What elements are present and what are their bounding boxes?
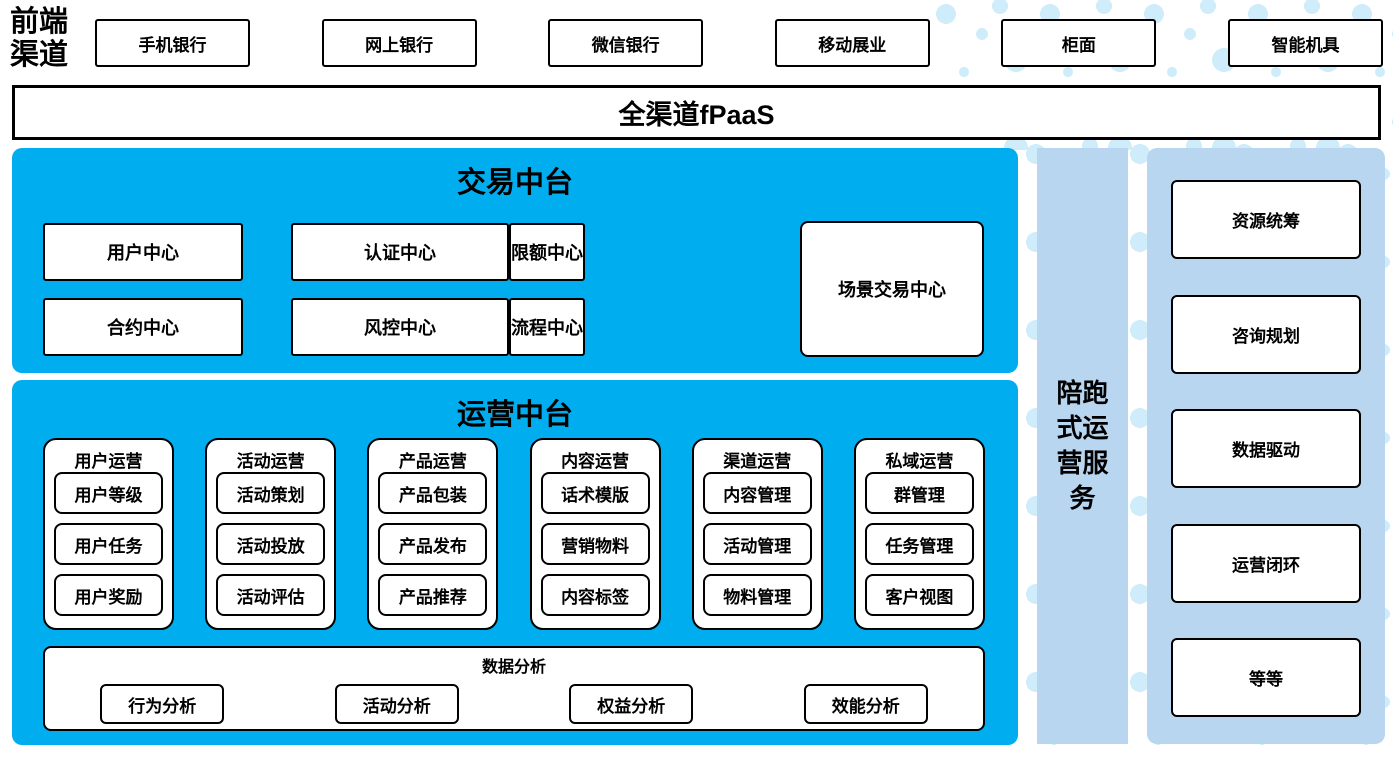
analysis-item-box: 效能分析	[803, 684, 928, 724]
operation-group-title: 活动运营	[236, 452, 305, 471]
operation-group: 产品运营 产品包装 产品发布 产品推荐	[367, 438, 499, 630]
right-panel-item-box: 数据驱动	[1171, 409, 1361, 488]
side-service-bar: 陪跑式运营服务	[1037, 148, 1128, 744]
data-analysis-box: 数据分析 行为分析 活动分析 权益分析 效能分析	[43, 646, 985, 731]
right-panel: 资源统筹 咨询规划 数据驱动 运营闭环 等等	[1147, 148, 1385, 744]
channel-box: 移动展业	[774, 19, 930, 67]
operation-item-box: 活动评估	[216, 574, 326, 616]
operation-group: 活动运营 活动策划 活动投放 活动评估	[205, 438, 337, 630]
operation-group-items: 话术模版 营销物料 内容标签	[532, 472, 659, 616]
operation-item-box: 产品包装	[378, 472, 488, 514]
operation-item-box: 产品推荐	[378, 574, 488, 616]
channel-box: 手机银行	[95, 19, 250, 67]
operation-item-box: 物料管理	[702, 574, 812, 616]
fpaas-bar: 全渠道fPaaS	[12, 85, 1381, 140]
operation-group: 渠道运营 内容管理 活动管理 物料管理	[691, 438, 823, 630]
operation-item-box: 用户任务	[54, 523, 163, 565]
operation-group-items: 产品包装 产品发布 产品推荐	[369, 472, 496, 616]
operation-group-items: 活动策划 活动投放 活动评估	[207, 472, 334, 616]
transaction-platform-title: 交易中台	[456, 167, 573, 199]
operation-group-items: 内容管理 活动管理 物料管理	[694, 472, 821, 616]
operation-item-box: 内容标签	[540, 574, 650, 616]
operation-group-items: 用户等级 用户任务 用户奖励	[45, 472, 172, 616]
operation-item-box: 活动投放	[216, 523, 326, 565]
side-service-label: 陪跑式运营服务	[1056, 377, 1109, 514]
center-box: 流程中心	[509, 298, 585, 356]
right-panel-item-box: 运营闭环	[1171, 523, 1361, 603]
channel-box: 智能机具	[1227, 19, 1383, 67]
scene-trade-center-box: 场景交易中心	[800, 221, 984, 357]
operation-item-box: 产品发布	[378, 523, 488, 565]
center-box: 合约中心	[43, 298, 243, 356]
operation-item-box: 活动管理	[702, 523, 812, 565]
operation-groups-row: 用户运营 用户等级 用户任务 用户奖励 活动运营 活动策划	[43, 438, 985, 630]
transaction-row-2: 合约中心 风控中心 流程中心	[43, 298, 585, 356]
center-box: 认证中心	[291, 223, 509, 281]
operation-item-box: 活动策划	[216, 472, 326, 514]
operation-platform-section: 运营中台 用户运营 用户等级 用户任务 用户奖励 活动运营	[12, 380, 1018, 745]
operation-item-box: 群管理	[864, 472, 974, 514]
operation-item-box: 内容管理	[702, 472, 812, 514]
transaction-platform-section: 交易中台 用户中心 认证中心 限额中心 合约中心 风控中心 流程中心 场景交易中…	[12, 148, 1018, 373]
frontend-channels-label: 前端渠道	[10, 6, 69, 72]
operation-item-box: 用户等级	[54, 472, 163, 514]
operation-item-box: 营销物料	[540, 523, 650, 565]
operation-item-box: 话术模版	[540, 472, 650, 514]
operation-item-box: 用户奖励	[54, 574, 163, 616]
data-analysis-items: 行为分析 活动分析 权益分析 效能分析	[45, 684, 983, 724]
analysis-item-box: 活动分析	[334, 684, 459, 724]
operation-group-items: 群管理 任务管理 客户视图	[856, 472, 983, 616]
analysis-item-box: 行为分析	[100, 684, 225, 724]
channel-box: 微信银行	[548, 19, 704, 67]
transaction-row-1: 用户中心 认证中心 限额中心	[43, 223, 585, 281]
analysis-item-box: 权益分析	[569, 684, 694, 724]
center-box: 风控中心	[291, 298, 509, 356]
right-panel-item-box: 咨询规划	[1171, 294, 1361, 374]
operation-group-title: 用户运营	[74, 452, 143, 471]
operation-group-title: 私域运营	[885, 452, 954, 471]
operation-group: 用户运营 用户等级 用户任务 用户奖励	[43, 438, 174, 630]
operation-item-box: 任务管理	[864, 523, 974, 565]
data-analysis-title: 数据分析	[481, 659, 546, 676]
operation-platform-title: 运营中台	[456, 399, 573, 431]
channel-box: 网上银行	[321, 19, 477, 67]
right-panel-item-box: 资源统筹	[1171, 180, 1361, 259]
channel-box: 柜面	[1001, 19, 1157, 67]
operation-group-title: 内容运营	[561, 452, 630, 471]
operation-group-title: 产品运营	[398, 452, 467, 471]
operation-group: 私域运营 群管理 任务管理 客户视图	[853, 438, 985, 630]
operation-group-title: 渠道运营	[723, 452, 792, 471]
center-box: 用户中心	[43, 223, 243, 281]
operation-item-box: 客户视图	[864, 574, 974, 616]
operation-group: 内容运营 话术模版 营销物料 内容标签	[529, 438, 661, 630]
right-panel-item-box: 等等	[1171, 638, 1361, 717]
center-box: 限额中心	[509, 223, 585, 281]
front-channels-row: 手机银行 网上银行 微信银行 移动展业 柜面 智能机具	[95, 19, 1383, 67]
